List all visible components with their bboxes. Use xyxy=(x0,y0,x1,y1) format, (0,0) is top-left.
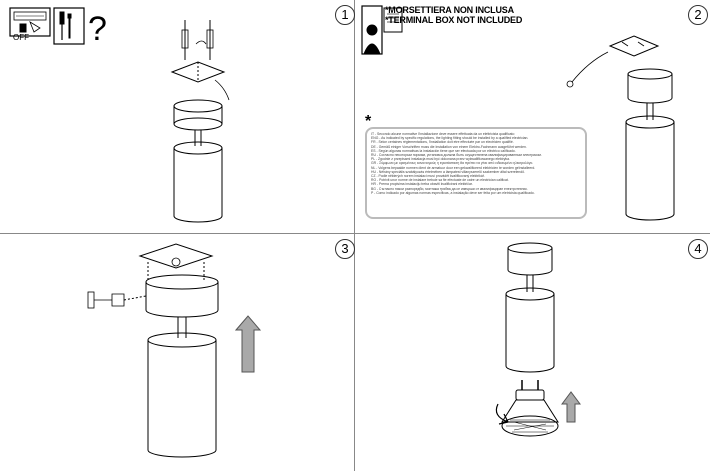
notice-line-it: *MORSETTIERA NON INCLUSA xyxy=(385,5,514,15)
spotlight-cylinder xyxy=(173,141,223,223)
legal-line: IT - Secondo alcune normative l'installa… xyxy=(371,132,515,136)
up-arrow-icon xyxy=(234,315,262,373)
spotlight-cylinder xyxy=(625,115,675,221)
horizontal-divider xyxy=(0,233,710,234)
step-number-2: 2 xyxy=(688,5,708,25)
asterisk-mark: * xyxy=(365,113,372,130)
spotlight-cylinder xyxy=(147,332,217,458)
off-label: OFF xyxy=(13,33,29,42)
terminal-box-notice: *MORSETTIERA NON INCLUSA *TERMINAL BOX N… xyxy=(385,5,522,25)
electrician-certificate-icon xyxy=(361,5,403,55)
legal-line: HU - Néhány speciális szabályozás értelm… xyxy=(371,169,525,174)
legal-line: ES - Según algunas normativas la instala… xyxy=(371,148,516,153)
step-number-1: 1 xyxy=(335,5,355,25)
ceiling-bracket xyxy=(138,243,214,282)
step-number-3: 3 xyxy=(335,239,355,259)
up-arrow-icon xyxy=(561,391,581,423)
step-number-4: 4 xyxy=(688,239,708,259)
notice-line-en: *TERMINAL BOX NOT INCLUDED xyxy=(385,15,523,25)
vertical-divider xyxy=(354,0,355,471)
screw-and-terminal xyxy=(87,291,147,309)
question-mark: ? xyxy=(88,10,107,48)
mounted-bracket xyxy=(566,35,660,88)
legal-line: PL - Zgodnie z przepisami instalacja mus… xyxy=(371,157,510,162)
canopy-body xyxy=(507,242,553,292)
spotlight-cylinder xyxy=(505,287,555,373)
legal-line: NL - Volgens bepaalde normen dient de ar… xyxy=(371,165,536,170)
screwdriver-icon xyxy=(53,7,85,45)
legal-line: ENG - As indicated by specific regulatio… xyxy=(371,136,529,141)
legal-line: GR - Σύμφωνα με ορισμένους κανονισμούς η… xyxy=(371,161,534,166)
wall-plugs-and-screws xyxy=(181,20,214,60)
canopy-body xyxy=(173,99,223,146)
canopy-body xyxy=(145,274,219,338)
legal-line: RU - Согласно некоторым нормам, установк… xyxy=(371,153,542,158)
legal-notice-box: IT - Secondo alcune normative l'installa… xyxy=(365,127,587,219)
legal-line: RO - Potrivit unor norme de instalare tr… xyxy=(371,178,509,183)
rotate-arrow-icon xyxy=(495,403,509,425)
legal-line: HR - Prema propisima instalaciju treba o… xyxy=(371,182,473,187)
power-switch-icon xyxy=(9,7,51,37)
canopy-body xyxy=(627,68,673,120)
mounting-bracket xyxy=(170,61,230,101)
legal-line: DE - Gemäß einiger Vorschriften muss die… xyxy=(371,144,527,149)
legal-line: BG - Съгласно някои разпоредби, монтажа … xyxy=(371,186,528,191)
legal-line: CZ - Podle některých norem instalaci mus… xyxy=(371,174,485,179)
legal-line: P - Como indicado por algumas normas esp… xyxy=(371,190,535,195)
legal-line: FR - Selon certaines réglementations, l'… xyxy=(371,140,514,145)
gu10-bulb xyxy=(501,380,559,437)
